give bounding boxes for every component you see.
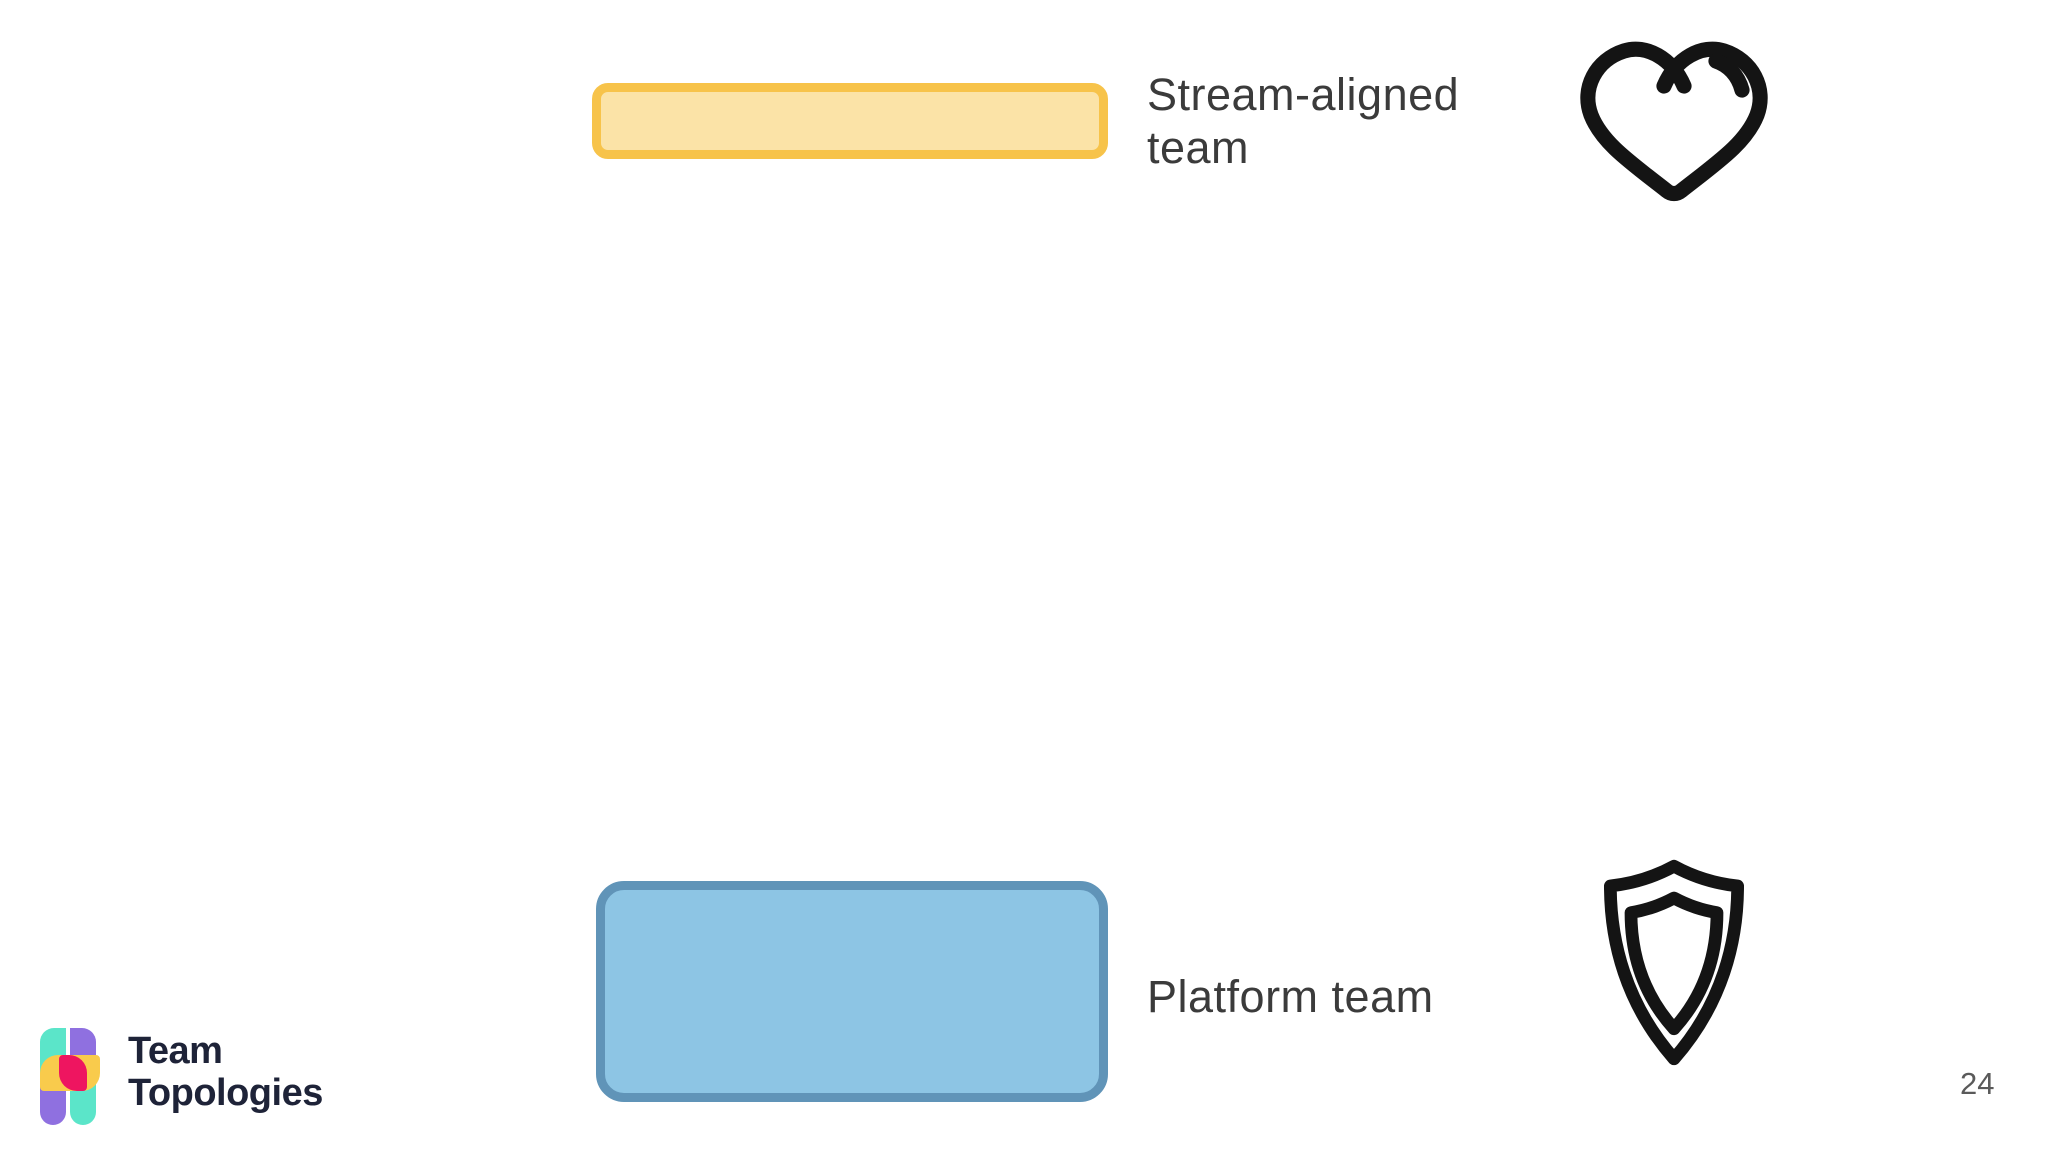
team-topologies-logo-mark: [40, 1028, 100, 1125]
logo-pink-leaf: [59, 1055, 87, 1091]
logo-text-line1: Team: [128, 1030, 223, 1072]
page-number: 24: [1960, 1066, 1995, 1101]
stream-aligned-team-label: Stream-aligned team: [1147, 69, 1460, 173]
team-topologies-logo-text: Team Topologies: [128, 1030, 323, 1114]
logo-text-line2: Topologies: [128, 1072, 323, 1114]
team-topologies-logo: Team Topologies: [40, 1028, 323, 1125]
platform-team-shape: [596, 881, 1108, 1102]
stream-aligned-team-shape: [592, 83, 1108, 159]
heart-icon: [1580, 41, 1768, 202]
platform-team-label: Platform team: [1147, 971, 1434, 1022]
shield-icon: [1603, 859, 1745, 1066]
